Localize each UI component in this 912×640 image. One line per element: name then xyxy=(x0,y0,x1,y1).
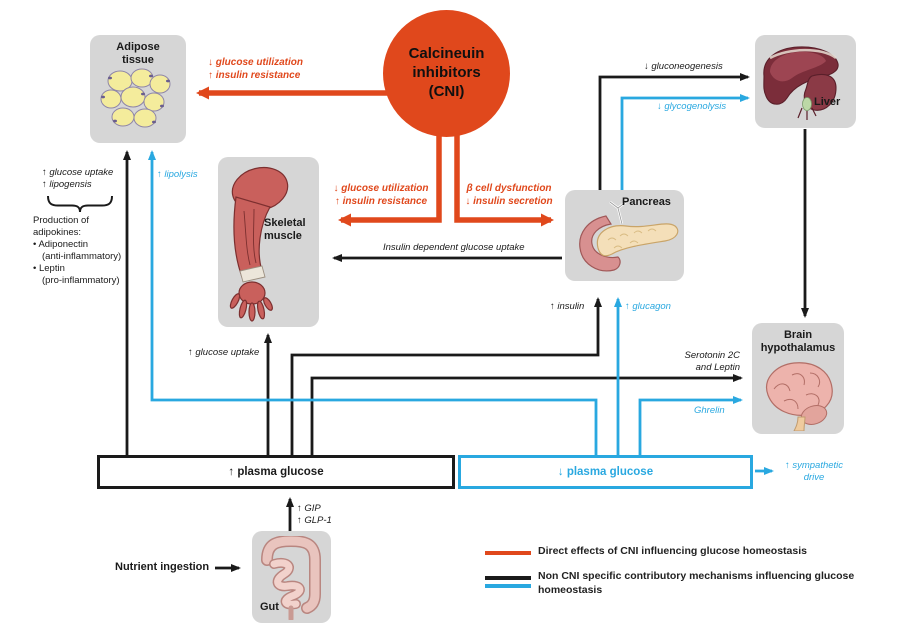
legend-noncni-label: Non CNI specific contributory mechanisms… xyxy=(538,570,855,596)
nutrient-ingestion-label: Nutrient ingestion xyxy=(115,561,210,573)
adipose-label: Adipose tissue xyxy=(116,41,160,66)
pancreas-label: Pancreas xyxy=(622,196,671,208)
arrow-pancreas-to-liver-blue xyxy=(620,94,750,190)
gluconeogenesis-label: ↓ gluconeogenesis xyxy=(644,61,723,72)
sympathetic-drive-label: ↑ sympathetic drive xyxy=(784,460,844,483)
fat-cells-icon xyxy=(100,68,171,128)
glucose-uptake-lipogenesis-label: ↑ glucose uptake ↑ lipogensis xyxy=(42,167,114,190)
insulin-label: ↑ insulin xyxy=(550,301,585,312)
adipokines-heading: Production of adipokines: xyxy=(33,215,89,239)
adipokine-item: • Leptin (pro-inflammatory) xyxy=(33,263,120,287)
legend-noncni-black-swatch xyxy=(485,576,531,580)
gip-glp1-label: ↑ GIP ↑ GLP-1 xyxy=(297,503,332,526)
arrow-lipolysis-to-adipose xyxy=(148,150,598,455)
gut-label: Gut xyxy=(260,601,279,613)
cni-effect-muscle-label: ↓ glucose utilization ↑ insulin resistan… xyxy=(333,183,429,207)
pancreas-icon xyxy=(579,201,679,272)
arrow-ghrelin-to-brain xyxy=(638,396,743,455)
cni-effect-pancreas-label: β cell dysfunction ↓ insulin secretion xyxy=(465,183,553,207)
arrow-serotonin-to-brain xyxy=(310,374,743,455)
adipokine-item: • Adiponectin (anti-inflammatory) xyxy=(33,239,122,263)
gut-icon xyxy=(261,536,321,620)
arrow-cni-to-pancreas xyxy=(454,120,554,227)
glucagon-label: ↑ glucagon xyxy=(625,301,671,312)
high-plasma-glucose-box: ↑ plasma glucose xyxy=(97,455,455,489)
low-plasma-glucose-box: ↓ plasma glucose xyxy=(458,455,753,489)
liver-icon xyxy=(763,46,839,120)
arrow-cni-to-muscle xyxy=(338,120,442,227)
ghrelin-label: Ghrelin xyxy=(694,405,725,416)
legend-direct-label: Direct effects of CNI influencing glucos… xyxy=(538,545,807,557)
legend-direct-swatch xyxy=(485,551,531,555)
muscle-label: Skeletal muscle xyxy=(264,217,306,242)
serotonin-leptin-label: Serotonin 2C and Leptin xyxy=(684,350,740,373)
curly-brace xyxy=(47,195,113,213)
insulin-dependent-uptake-label: Insulin dependent glucose uptake xyxy=(383,242,525,253)
liver-label: Liver xyxy=(814,96,841,108)
skeletal-muscle-arm-icon xyxy=(229,166,289,322)
cni-effect-adipose-label: ↓ glucose utilization ↑ insulin resistan… xyxy=(208,57,304,81)
cni-node: Calcineuin inhibitors (CNI) xyxy=(383,10,510,137)
glycogenolysis-label: ↓ glycogenolysis xyxy=(657,101,727,112)
legend-noncni-blue-swatch xyxy=(485,584,531,588)
brain-label: Brain hypothalamus xyxy=(760,329,836,354)
glucose-uptake-muscle-label: ↑ glucose uptake xyxy=(188,347,260,358)
arrow-insulin-to-pancreas xyxy=(290,297,602,455)
brain-icon xyxy=(766,362,833,431)
arrow-pancreas-to-liver-black xyxy=(598,73,750,190)
lipolysis-label: ↑ lipolysis xyxy=(157,169,198,180)
